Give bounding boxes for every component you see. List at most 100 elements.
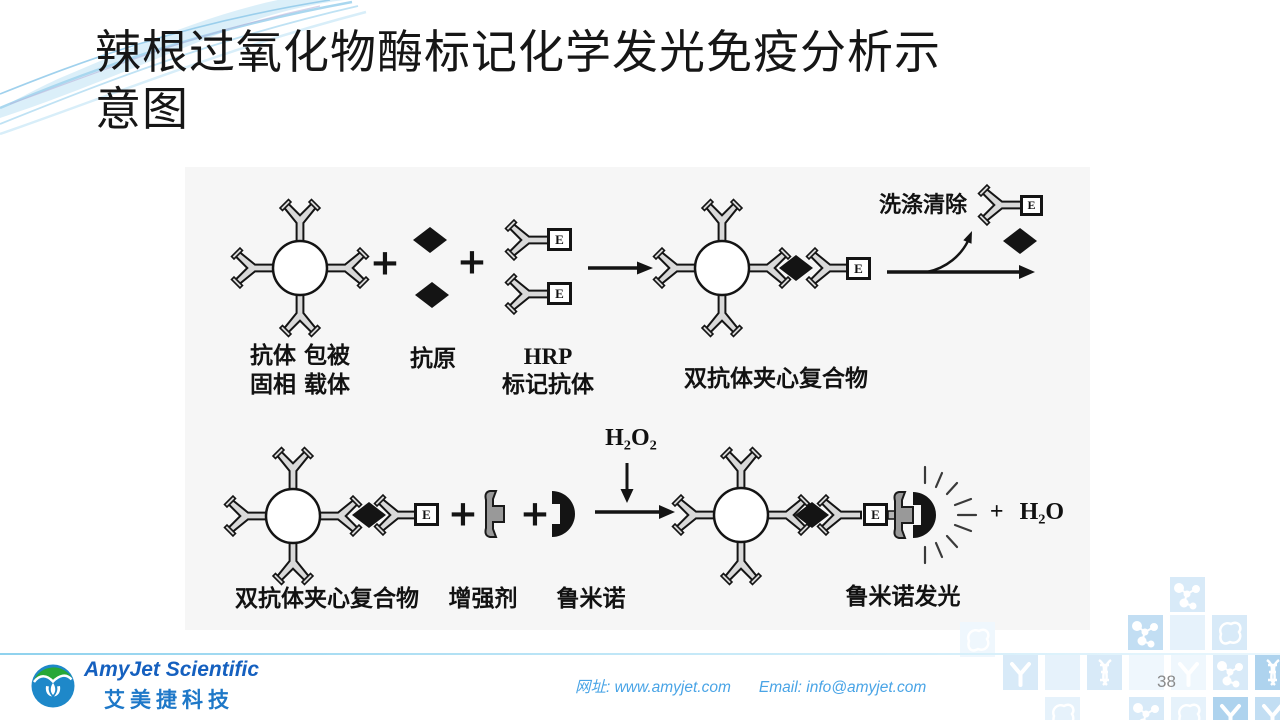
antibody-icon: [652, 247, 698, 289]
bead-circle: [712, 486, 770, 544]
mosaic-square: [1045, 697, 1080, 720]
enzyme-letter: E: [871, 506, 880, 522]
enhancer-icon: [484, 490, 505, 538]
label-sandwich-complex: 双抗体夹心复合物: [684, 366, 868, 392]
arrow-right-3: [595, 505, 675, 519]
website-link[interactable]: 网址: www.amyjet.com: [575, 679, 731, 696]
molecule-icon: [1217, 661, 1243, 688]
label-enhancer: 增强剂: [448, 586, 518, 612]
footer-contact: 网址: www.amyjet.com Email: info@amyjet.com: [575, 675, 954, 697]
plus-sign: +: [447, 493, 479, 535]
plus-sign: +: [519, 493, 551, 535]
antibody-icon: [230, 247, 276, 289]
mosaic-square: [1171, 697, 1206, 720]
washed-hrp-antibody-icon: [977, 184, 1023, 226]
arrow-right-1: [588, 261, 653, 275]
label-antigen: 抗原: [410, 346, 456, 372]
label-luminol-glow: 鲁米诺发光: [845, 584, 961, 610]
page-title: 辣根过氧化物酶标记化学发光免疫分析示 意图: [95, 24, 1095, 138]
title-line-1: 辣根过氧化物酶标记化学发光免疫分析示: [95, 26, 941, 78]
protein-icon: [1052, 703, 1075, 720]
enzyme-box: E: [547, 228, 572, 251]
protein-icon: [967, 628, 990, 652]
label-h2o2: H₂O₂: [605, 425, 657, 451]
enzyme-letter: E: [422, 506, 431, 522]
amyjet-logo-icon: [31, 664, 75, 708]
protein-icon: [1219, 621, 1242, 645]
mosaic-square: [1170, 577, 1205, 612]
antibody-icon: [1220, 704, 1241, 720]
luminol-icon: [552, 491, 575, 537]
enzyme-letter: E: [854, 260, 863, 276]
molecule-icon: [1174, 583, 1200, 610]
enzyme-letter: E: [1027, 198, 1036, 212]
antibody-icon: [324, 247, 370, 289]
mosaic-square: [1003, 655, 1038, 690]
brand-name-cn: 艾美捷科技: [104, 689, 234, 712]
h2o2-arrow-down: [620, 463, 634, 503]
hrp-antibody-icon: [504, 219, 550, 261]
bead-circle: [264, 487, 322, 545]
molecule-icon: [1132, 621, 1158, 648]
antibody-icon: [279, 292, 321, 338]
wash-branch-arrow: [926, 240, 970, 274]
sandwich-complex-2: [223, 446, 419, 586]
enzyme-letter: E: [555, 231, 564, 247]
glow-rays-icon: [923, 465, 978, 565]
antibody-icon: [279, 198, 321, 244]
mosaic-square: [1255, 697, 1280, 720]
hrp-antibody-icon: [805, 247, 851, 289]
label-sandwich-complex-2: 双抗体夹心复合物: [235, 586, 419, 612]
dna-icon: [1097, 658, 1113, 687]
title-line-2: 意图: [95, 83, 189, 135]
mosaic-square: [1129, 697, 1164, 720]
glowing-luminol-icon: [913, 492, 936, 538]
antibody-icon: [671, 494, 717, 536]
bead-circle: [693, 239, 751, 297]
mosaic-square: [1212, 615, 1247, 650]
antibody-icon: [701, 198, 743, 244]
hrp-antibody-icon: [504, 273, 550, 315]
mosaic-square: [1045, 655, 1080, 690]
antibody-icon: [1178, 662, 1199, 687]
washed-antigen-icon: [1003, 228, 1037, 254]
protein-icon: [1178, 703, 1201, 720]
coated-bead-complex: [230, 198, 370, 338]
email-link[interactable]: Email: info@amyjet.com: [758, 679, 927, 696]
bead-circle: [271, 239, 329, 297]
mosaic-square: [1171, 655, 1206, 690]
antibody-icon: [272, 540, 314, 586]
enzyme-box: E: [547, 282, 572, 305]
mosaic-square: [1255, 655, 1280, 690]
antigen-diamond-icon: [413, 227, 447, 253]
antibody-icon: [272, 446, 314, 492]
label-coated-antibody: 抗体 包被 固相 载体: [249, 343, 351, 398]
label-wash-removal: 洗涤清除: [878, 193, 968, 218]
mosaic-square: [1129, 655, 1164, 690]
diagram-shapes: [223, 184, 1037, 586]
enzyme-box: E: [1020, 195, 1043, 216]
enhancer-icon: [893, 491, 914, 539]
molecule-icon: [1133, 703, 1159, 720]
label-hrp-antibody: HRP 标记抗体: [502, 344, 594, 398]
footer-divider: [0, 653, 1280, 655]
antibody-icon: [1010, 662, 1031, 687]
enzyme-box: E: [846, 257, 871, 280]
dna-icon: [1265, 658, 1280, 687]
page-number: 38: [1157, 672, 1176, 691]
mosaic-square: [960, 622, 995, 657]
mosaic-square: [1128, 615, 1163, 650]
glowing-complex: [671, 446, 978, 586]
brand-name-en: AmyJet Scientific: [84, 658, 260, 681]
antibody-icon: [720, 540, 762, 586]
antibody-icon: [720, 446, 762, 492]
label-luminol: 鲁米诺: [556, 586, 626, 612]
enzyme-box: E: [414, 503, 439, 526]
antibody-icon: [1262, 704, 1280, 720]
enzyme-box: E: [863, 503, 888, 526]
sandwich-complex-1: [652, 198, 851, 338]
enzyme-letter: E: [555, 285, 564, 301]
antibody-icon: [701, 292, 743, 338]
plus-sign: +: [369, 242, 401, 284]
